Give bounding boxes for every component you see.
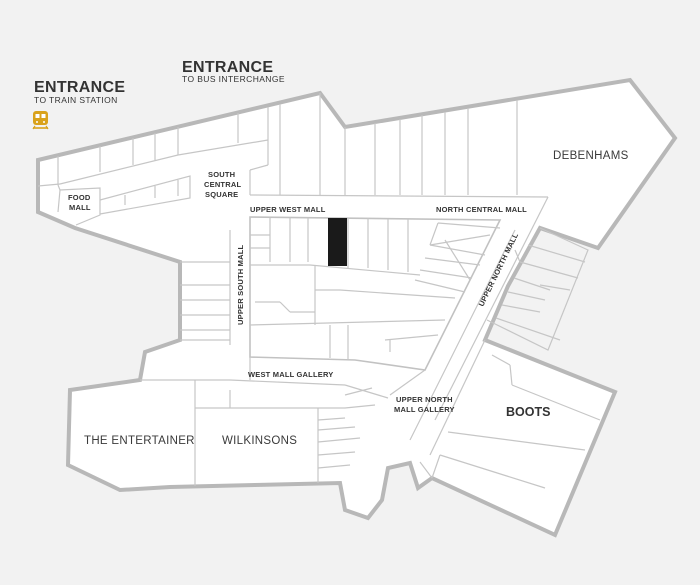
entrance-train-subtitle: TO TRAIN STATION [34, 95, 118, 105]
north-mall-units [486, 227, 589, 351]
mall-corridors [229, 196, 549, 441]
boots-block [419, 339, 601, 489]
entrance-bus-title: ENTRANCE [182, 59, 273, 76]
area-south-central-line2: CENTRAL [204, 180, 241, 189]
area-south-central-line3: SQUARE [205, 190, 238, 199]
entrance-bus-subtitle: TO BUS INTERCHANGE [182, 74, 285, 84]
north-strip-units [37, 93, 321, 195]
area-food-mall-line2: MALL [69, 203, 91, 212]
entrance-train-title: ENTRANCE [34, 79, 125, 96]
area-north-central-mall: NORTH CENTRAL MALL [436, 205, 527, 214]
highlighted-unit[interactable] [328, 218, 347, 266]
area-upper-north-gallery-line2: MALL GALLERY [394, 405, 455, 414]
area-food-mall-line1: FOOD [68, 193, 91, 202]
north-central-units [249, 100, 549, 198]
area-upper-north-gallery-line1: UPPER NORTH [396, 395, 453, 404]
store-debenhams[interactable]: DEBENHAMS [553, 150, 629, 162]
area-upper-south-mall: UPPER SOUTH MALL [236, 244, 245, 325]
area-west-mall-gallery: WEST MALL GALLERY [248, 370, 333, 379]
store-the-entertainer[interactable]: THE ENTERTAINER [84, 435, 195, 447]
store-wilkinsons[interactable]: WILKINSONS [222, 435, 297, 447]
area-south-central-line1: SOUTH [208, 170, 235, 179]
food-mall [57, 175, 191, 226]
central-block [249, 216, 502, 371]
store-boots[interactable]: BOOTS [506, 405, 550, 419]
south-west-units [140, 230, 376, 486]
train-icon [32, 111, 49, 130]
area-upper-west-mall: UPPER WEST MALL [250, 205, 326, 214]
